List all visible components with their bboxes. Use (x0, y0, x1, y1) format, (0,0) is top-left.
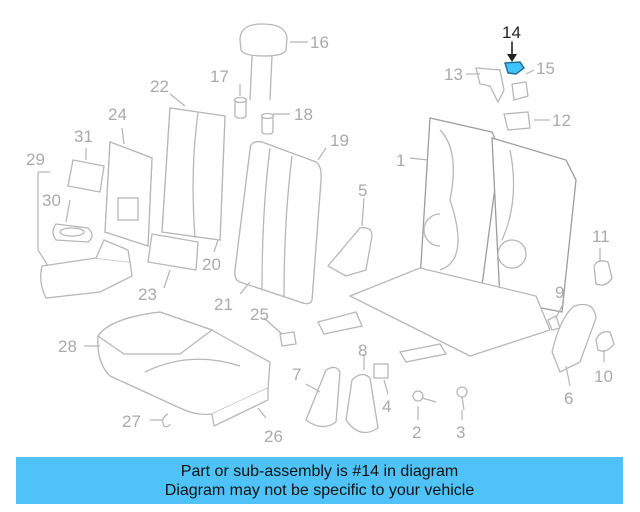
callout-27: 27 (122, 412, 141, 431)
part-7-cover (305, 366, 341, 428)
callout-29: 29 (26, 150, 45, 169)
callout-13: 13 (444, 65, 463, 84)
part-3-bolt (456, 386, 468, 411)
leader-lines (37, 40, 605, 421)
part-15-clip (511, 81, 529, 101)
callout-2: 2 (412, 423, 421, 442)
part-29-armrest (40, 239, 133, 299)
seat-parts-diagram: 1 2 3 4 5 6 7 8 9 10 11 12 13 14 15 16 1… (26, 23, 615, 446)
part-19-back-cover (234, 141, 322, 305)
callout-26: 26 (264, 427, 283, 446)
info-banner: Part or sub-assembly is #14 in diagram D… (16, 457, 623, 504)
banner-line-1: Part or sub-assembly is #14 in diagram (180, 462, 459, 480)
banner-line-2: Diagram may not be specific to your vehi… (164, 481, 475, 499)
callout-15: 15 (536, 59, 555, 78)
part-23-block (147, 233, 199, 271)
part-24-back-panel (104, 141, 153, 247)
callout-11: 11 (592, 227, 610, 246)
part-27-clip (162, 413, 171, 428)
part-10-cap (595, 331, 615, 352)
callout-28: 28 (58, 337, 77, 356)
part-25-clip (279, 331, 297, 347)
callout-30: 30 (42, 191, 61, 210)
part-8-cover (345, 373, 379, 434)
callout-14: 14 (502, 23, 521, 42)
callout-8: 8 (358, 341, 367, 360)
part-14-arrow (507, 42, 517, 62)
callout-20: 20 (202, 255, 221, 274)
callout-5: 5 (358, 181, 367, 200)
part-4-clip (373, 363, 389, 379)
part-5-bracket (326, 227, 373, 277)
callout-9: 9 (555, 283, 564, 302)
callout-12: 12 (552, 111, 571, 130)
callout-23: 23 (138, 285, 157, 304)
callout-18: 18 (294, 105, 313, 124)
part-28-seat-cushion (97, 311, 271, 427)
callout-19: 19 (330, 131, 349, 150)
callout-1: 1 (396, 151, 405, 170)
part-16-headrest (239, 23, 288, 101)
part-12-bracket (503, 111, 531, 131)
callout-6: 6 (564, 389, 573, 408)
part-1-seat-frame (317, 117, 577, 363)
callout-22: 22 (150, 77, 169, 96)
part-14-clip-highlighted (504, 61, 525, 75)
callout-7: 7 (292, 365, 301, 384)
callout-10: 10 (594, 367, 613, 386)
part-2-bolt (412, 390, 437, 403)
callout-3: 3 (456, 423, 465, 442)
part-11-knob (593, 260, 613, 286)
callout-21: 21 (214, 295, 233, 314)
part-6-side-cover (551, 303, 597, 373)
part-18-guide (260, 112, 275, 135)
part-22-back-pad (161, 107, 226, 241)
part-17-guide (233, 96, 248, 119)
callout-25: 25 (250, 305, 269, 324)
part-13-bracket (475, 67, 505, 104)
callout-24: 24 (108, 105, 127, 124)
callout-4: 4 (382, 397, 391, 416)
part-31-tag (67, 159, 105, 193)
callout-31: 31 (74, 127, 93, 146)
part-30-cup-holder (52, 223, 93, 243)
callout-16: 16 (310, 33, 329, 52)
callout-17: 17 (210, 67, 229, 86)
